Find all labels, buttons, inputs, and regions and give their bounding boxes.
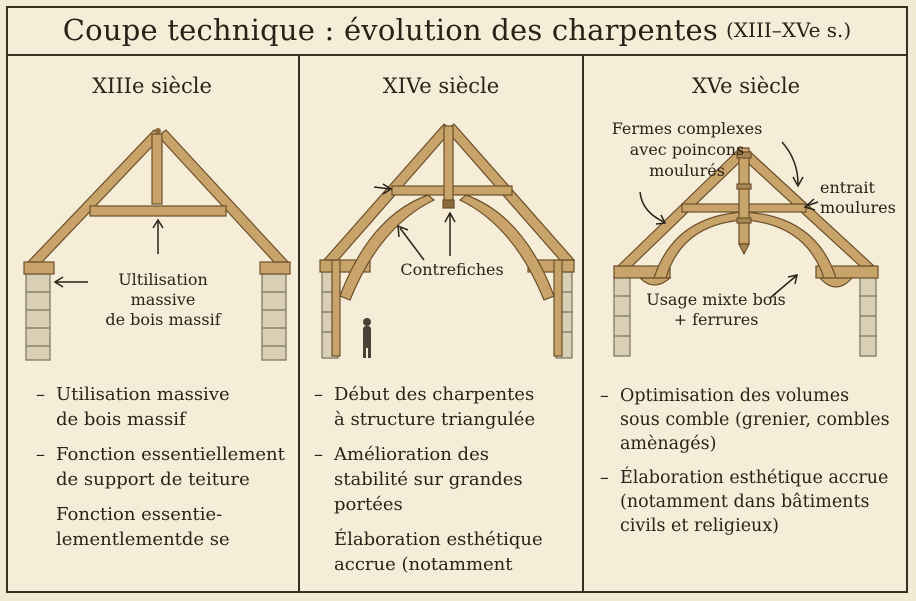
king-post: [151, 133, 163, 205]
stone-pier-right: [261, 273, 287, 361]
paragraph: Fonction essentie- lementlementde se: [56, 504, 230, 550]
wall-plate-right: [259, 261, 291, 275]
page-subtitle: (XIII–XVe s.): [726, 18, 852, 42]
brace-right: [458, 194, 555, 301]
wall-post-right: [553, 259, 563, 357]
paragraph: Élaboration esthétique accrue (notamment: [334, 529, 543, 575]
title-bar: Coupe technique : évolution des charpent…: [6, 6, 908, 56]
column-14th-century: XIVe siècle: [300, 56, 584, 593]
column-heading: XIIIe siècle: [92, 74, 212, 98]
annotation-braces: Contrefiches: [400, 260, 504, 279]
truss-diagram-14th: [319, 123, 576, 359]
annotation-moulded-tie: entrait moulures: [820, 178, 896, 217]
column-13th-century: XIIIe siècle: [6, 56, 300, 593]
list-item: – Optimisation des volumes sous comble (…: [600, 386, 890, 454]
figure-frame: [6, 6, 908, 593]
wall-post-left: [331, 259, 341, 357]
human-figure: [363, 318, 371, 358]
rafter-left: [26, 129, 163, 263]
corbel-left: [638, 277, 672, 286]
corbel-right: [818, 277, 854, 288]
truss-diagram-13th: [23, 128, 291, 361]
annotation-mixed-use: Usage mixte bois + ferrures: [646, 290, 786, 329]
annotation-massive-wood: Ultilisation massive de bois massif: [105, 270, 221, 329]
brace-left: [339, 194, 436, 301]
tie-beam: [89, 205, 227, 217]
rafter-right: [157, 129, 290, 263]
truss-diagram-15th: [613, 141, 879, 357]
annotation-complex-trusses: Fermes complexes avec poincons moulurés: [611, 119, 763, 180]
column-heading: XVe siècle: [691, 74, 801, 98]
stone-pier-left: [25, 273, 51, 361]
king-post: [443, 125, 454, 205]
page-title: Coupe technique : évolution des charpent…: [62, 13, 718, 47]
column-15th-century: XVe siècle: [584, 56, 908, 593]
column-heading: XIVe siècle: [382, 74, 500, 98]
wall-plate-left: [23, 261, 55, 275]
bullet-list: – Optimisation des volumes sous comble (…: [600, 384, 904, 548]
list-item: – Élaboration esthétique accrue (notamme…: [600, 468, 889, 536]
